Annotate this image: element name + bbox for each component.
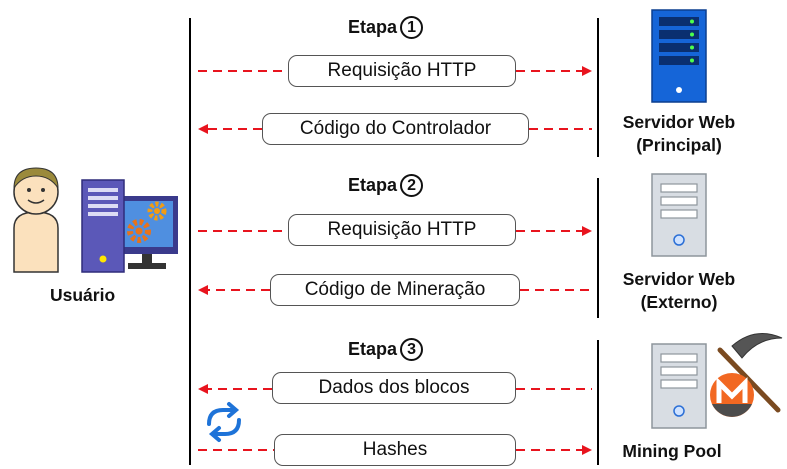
- server-gray-icon: [651, 173, 707, 257]
- server-ext-name: Servidor Web: [622, 269, 736, 289]
- server-gray-mining-icon: [651, 343, 707, 429]
- hashes-box: Hashes: [274, 434, 516, 466]
- step-1-text: Etapa: [348, 17, 398, 37]
- step-2-label: Etapa 2: [348, 174, 424, 197]
- step-1-label: Etapa 1: [348, 16, 424, 39]
- user-avatar-icon: [13, 167, 59, 273]
- server-main-role: (Principal): [636, 135, 722, 155]
- step-2-text: Etapa: [348, 175, 398, 195]
- mining-pool-label: Mining Pool: [622, 441, 722, 461]
- controller-code-box: Código do Controlador: [262, 113, 529, 145]
- step-3-text: Etapa: [348, 339, 398, 359]
- step-1-number: 1: [400, 16, 424, 39]
- server-ext-role: (Externo): [640, 292, 718, 312]
- gear-icon: [127, 201, 167, 243]
- user-label: Usuário: [50, 285, 116, 305]
- mining-code-box: Código de Mineração: [270, 274, 520, 306]
- step-2-number: 2: [400, 174, 424, 197]
- step-3-label: Etapa 3: [348, 338, 424, 361]
- server-blue-icon: [651, 9, 707, 103]
- block-data-box: Dados dos blocos: [272, 372, 516, 404]
- http-request-box-2: Requisição HTTP: [288, 214, 516, 246]
- server-ext-label: Servidor Web (Externo): [606, 268, 752, 314]
- server-main-label: Servidor Web (Principal): [606, 111, 752, 157]
- sync-icon: [207, 402, 241, 442]
- monero-icon: [710, 373, 754, 417]
- server-main-name: Servidor Web: [622, 112, 736, 132]
- step-3-number: 3: [400, 338, 424, 361]
- pickaxe-icon: [717, 333, 783, 413]
- http-request-box-1: Requisição HTTP: [288, 55, 516, 87]
